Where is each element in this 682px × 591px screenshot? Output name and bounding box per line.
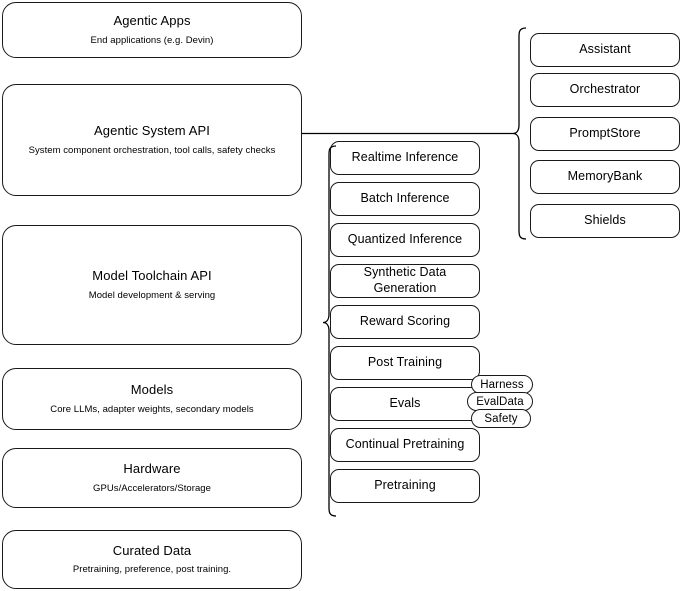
badge-label: EvalData [476,395,524,408]
toolchain-chip-reward-scoring[interactable]: Reward Scoring [330,305,480,339]
layer-card-agentic-apps[interactable]: Agentic Apps End applications (e.g. Devi… [2,2,302,58]
layer-subtitle: End applications (e.g. Devin) [90,34,214,46]
chip-label: Realtime Inference [351,150,459,165]
layer-subtitle: System component orchestration, tool cal… [28,144,276,156]
toolchain-chip-continual-pretraining[interactable]: Continual Pretraining [330,428,480,462]
chip-label: Continual Pretraining [345,437,465,452]
layer-subtitle: Pretraining, preference, post training. [72,564,232,576]
chip-label: Synthetic Data Generation [363,265,447,295]
layer-card-hardware[interactable]: Hardware GPUs/Accelerators/Storage [2,448,302,508]
layer-card-models[interactable]: Models Core LLMs, adapter weights, secon… [2,368,302,430]
system-chip-promptstore[interactable]: PromptStore [530,117,680,151]
layer-title: Agentic Apps [113,13,191,29]
chip-label: Post Training [367,355,443,370]
brace-system-components [512,27,527,240]
layer-title: Agentic System API [94,123,210,139]
layer-subtitle: GPUs/Accelerators/Storage [93,482,211,494]
badge-label: Safety [484,412,518,425]
toolchain-chip-synthetic-data-generation[interactable]: Synthetic Data Generation [330,264,480,298]
layer-subtitle: Core LLMs, adapter weights, secondary mo… [50,403,254,415]
system-chip-shields[interactable]: Shields [530,204,680,238]
layer-card-agentic-system-api[interactable]: Agentic System API System component orch… [2,84,302,196]
toolchain-chip-post-training[interactable]: Post Training [330,346,480,380]
system-chip-orchestrator[interactable]: Orchestrator [530,73,680,107]
layer-card-curated-data[interactable]: Curated Data Pretraining, preference, po… [2,530,302,589]
chip-label: Quantized Inference [347,232,463,247]
layer-subtitle: Model development & serving [88,289,216,301]
badge-label: Harness [480,378,524,391]
layer-title: Curated Data [112,542,192,558]
toolchain-chip-batch-inference[interactable]: Batch Inference [330,182,480,216]
toolchain-chip-realtime-inference[interactable]: Realtime Inference [330,141,480,175]
chip-label: Reward Scoring [359,314,451,329]
toolchain-chip-pretraining[interactable]: Pretraining [330,469,480,503]
chip-label: Assistant [579,42,631,57]
chip-label: Pretraining [374,478,436,493]
layer-title: Models [130,382,174,398]
toolchain-chip-evals[interactable]: Evals [330,387,480,421]
chip-label: Evals [389,396,421,411]
layer-title: Model Toolchain API [92,268,212,284]
chip-label: PromptStore [569,126,641,141]
system-chip-memorybank[interactable]: MemoryBank [530,160,680,194]
toolchain-chip-quantized-inference[interactable]: Quantized Inference [330,223,480,257]
chip-label: Batch Inference [360,191,450,206]
chip-label: Shields [584,213,626,228]
layer-title: Hardware [123,461,181,477]
chip-label: Orchestrator [569,82,641,97]
layer-card-model-toolchain-api[interactable]: Model Toolchain API Model development & … [2,225,302,345]
eval-badge-safety[interactable]: Safety [471,409,531,428]
chip-label: MemoryBank [567,169,643,184]
system-chip-assistant[interactable]: Assistant [530,33,680,67]
